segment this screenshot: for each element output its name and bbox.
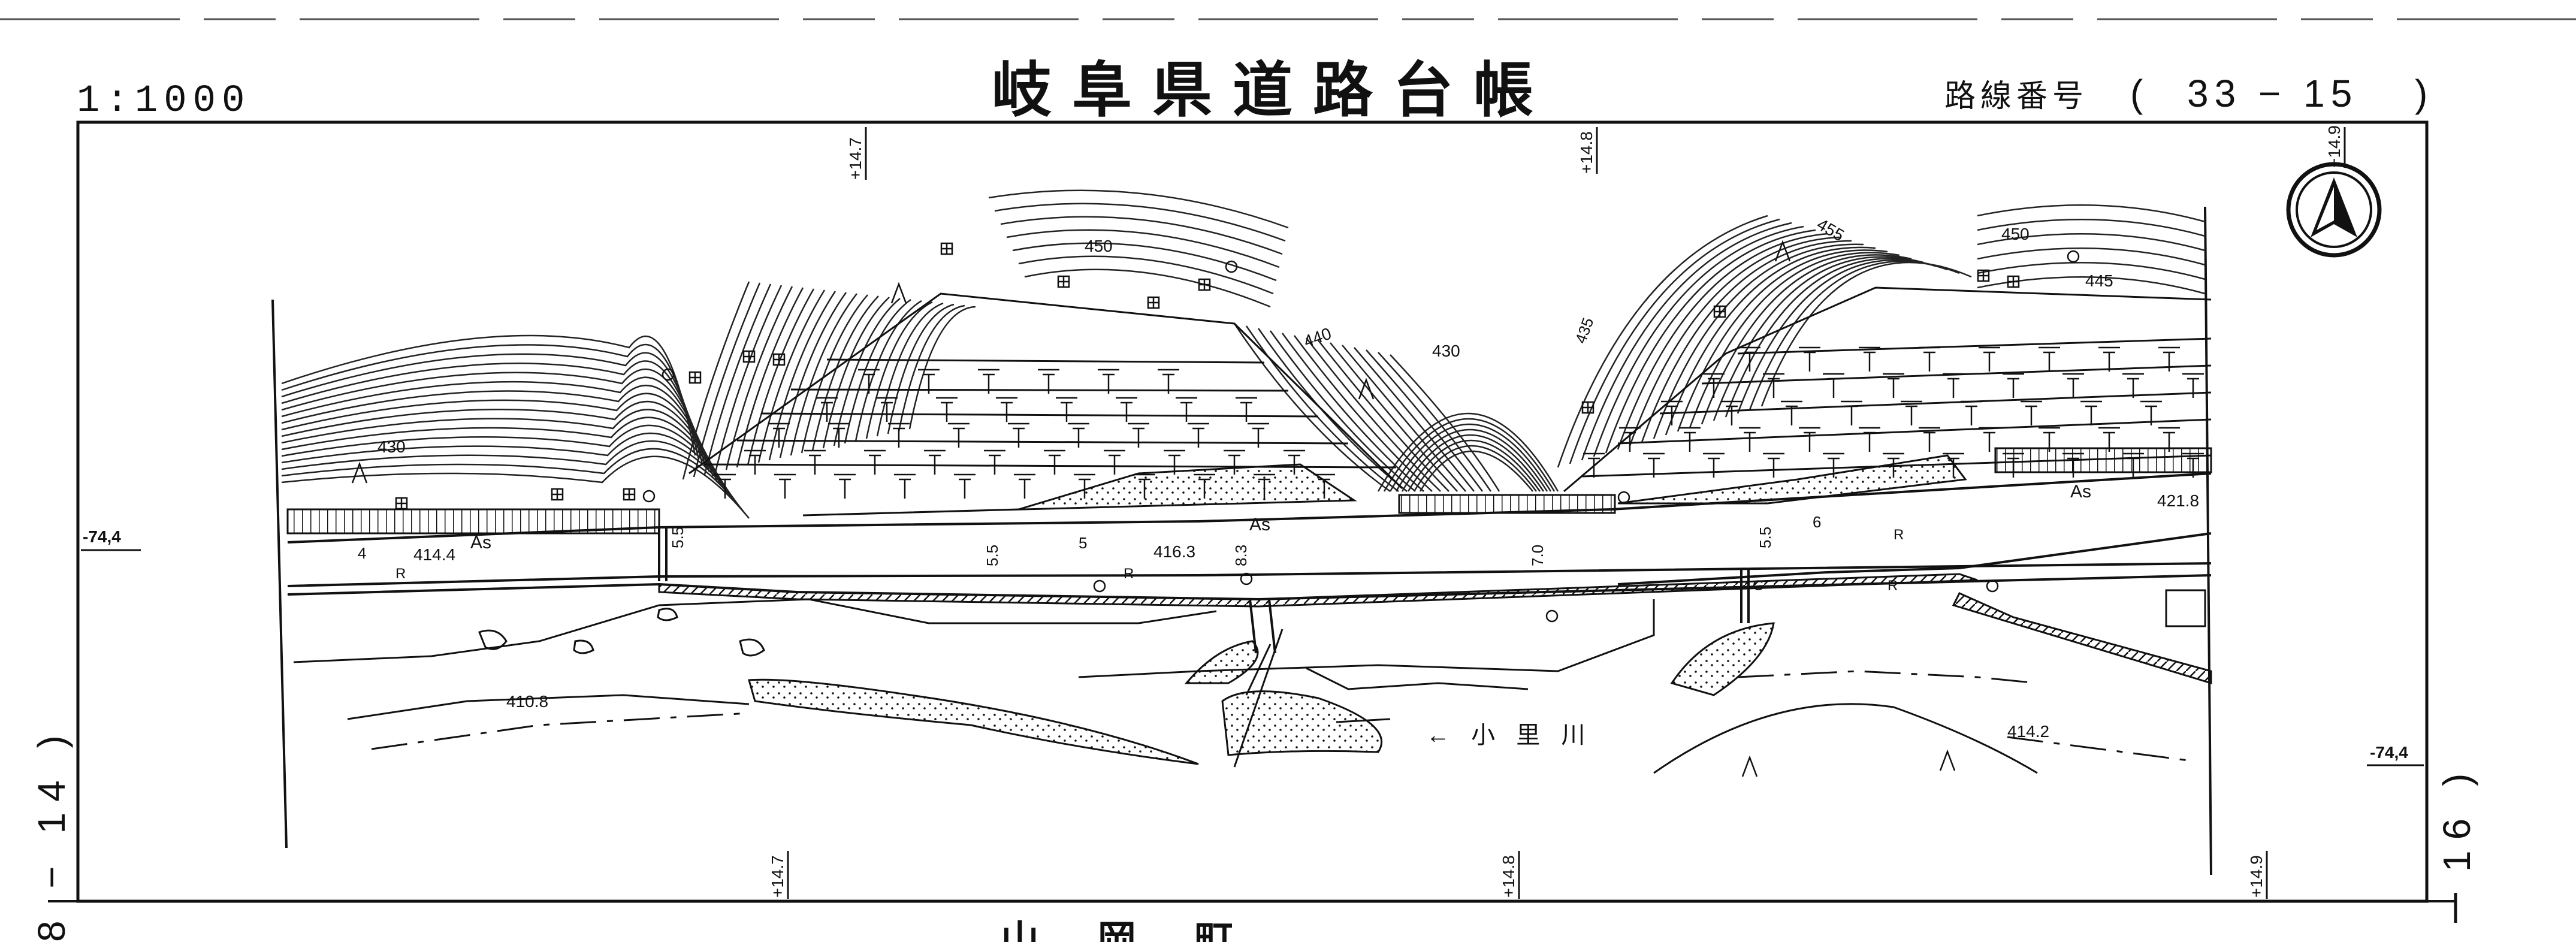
page-title: 岐阜県道路台帳 bbox=[992, 57, 1554, 124]
elev-450-top: 450 bbox=[1085, 237, 1113, 255]
elev-414-4: 414.4 bbox=[413, 545, 455, 564]
road-mark-8-3: 8.3 bbox=[1232, 545, 1250, 566]
road-code-r2: R bbox=[1124, 566, 1134, 582]
road-mark-5-5b: 5.5 bbox=[983, 545, 1001, 566]
town-name: 山 岡 町 bbox=[1001, 918, 1257, 942]
elev-414-2: 414.2 bbox=[2007, 722, 2049, 741]
contour-lines bbox=[281, 189, 2206, 519]
route-open-paren: ( bbox=[2130, 72, 2143, 115]
station-top-1: +14.7 bbox=[846, 137, 865, 180]
route-number-value: 33 − 15 bbox=[2187, 72, 2358, 115]
surface-as-right: As bbox=[2070, 482, 2091, 502]
road-dimension-labels: 4 5.5 5.5 5 8.3 7.0 5.5 6 bbox=[358, 513, 1821, 566]
gravel-areas bbox=[748, 454, 1967, 765]
road-code-r3: R bbox=[1894, 527, 1904, 543]
elev-430-mid: 430 bbox=[1432, 342, 1460, 360]
station-top-2: +14.8 bbox=[1577, 131, 1596, 174]
left-sheet-ref: 8 − 14 ) bbox=[30, 724, 73, 942]
elevation-labels: 450 450 455 445 440 435 430 430 421.8 41… bbox=[378, 215, 2199, 741]
station-marks-top: +14.7 +14.8 +14.9 bbox=[846, 125, 2346, 180]
station-bottom-2: +14.8 bbox=[1499, 855, 1518, 898]
route-number-label: 路線番号 bbox=[1944, 79, 2088, 114]
terrace-symbols bbox=[714, 346, 2204, 499]
road-code-r4: R bbox=[1888, 578, 1898, 594]
road-mark-7-0: 7.0 bbox=[1529, 545, 1547, 566]
survey-boundaries bbox=[271, 206, 2212, 875]
road-mark-5: 5 bbox=[1079, 534, 1087, 552]
road-mark-5-5c: 5.5 bbox=[1756, 527, 1774, 548]
river-name: ← 小 里 川 bbox=[1426, 722, 1592, 748]
scale-label: 1:1000 bbox=[77, 80, 250, 123]
boulders bbox=[478, 608, 765, 657]
road-code-r1: R bbox=[395, 566, 406, 582]
bridge bbox=[658, 527, 1750, 654]
surface-as-mid: As bbox=[1249, 515, 1270, 535]
elev-440: 440 bbox=[1301, 324, 1334, 351]
station-bottom-3: +14.9 bbox=[2247, 855, 2266, 898]
map-symbols bbox=[351, 240, 2080, 777]
right-edge-mark: -74,4 bbox=[2370, 743, 2408, 762]
station-bottom-1: +14.7 bbox=[768, 855, 787, 898]
elev-416-3: 416.3 bbox=[1153, 542, 1195, 561]
left-edge-mark: -74,4 bbox=[83, 527, 121, 546]
elev-450-right: 450 bbox=[2001, 225, 2030, 243]
right-sheet-ref: 16 ) bbox=[2435, 763, 2478, 872]
elev-445: 445 bbox=[2085, 271, 2113, 290]
road-mark-4: 4 bbox=[358, 544, 366, 562]
road-code-g: G bbox=[1753, 578, 1764, 594]
elev-435: 435 bbox=[1571, 315, 1597, 346]
station-top-3: +14.9 bbox=[2325, 125, 2344, 168]
elev-410-8: 410.8 bbox=[506, 692, 548, 711]
north-arrow-icon bbox=[2286, 162, 2382, 258]
route-close-paren: ) bbox=[2415, 72, 2427, 115]
elev-430-left: 430 bbox=[378, 437, 406, 456]
elev-455: 455 bbox=[1814, 215, 1847, 244]
road-mark-5-5a: 5.5 bbox=[669, 527, 687, 548]
station-marks-bottom: +14.7 +14.8 +14.9 bbox=[768, 851, 2268, 899]
surface-as-left: As bbox=[470, 533, 491, 552]
road-hatching bbox=[658, 573, 2212, 685]
road-mark-6: 6 bbox=[1813, 513, 1821, 531]
elev-421-8: 421.8 bbox=[2157, 491, 2199, 510]
road-surface-labels: As As As R R R R G bbox=[395, 482, 2091, 594]
